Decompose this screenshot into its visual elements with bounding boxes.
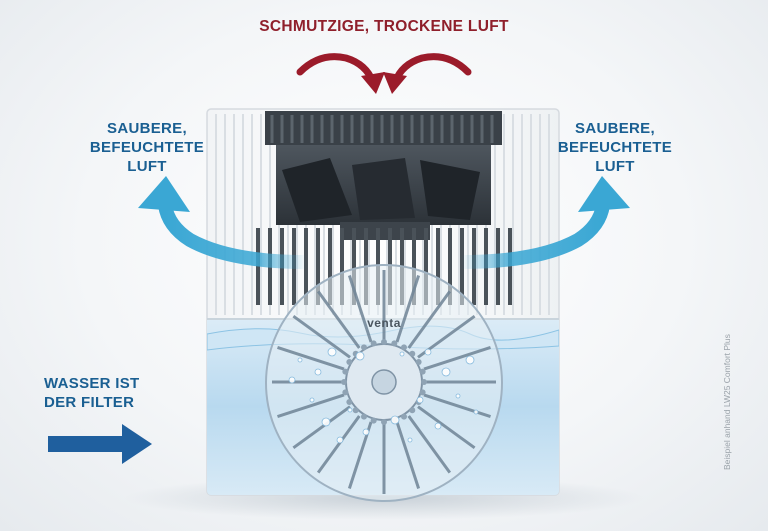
disc-spoke xyxy=(423,345,491,371)
hub-tooth xyxy=(415,359,422,365)
curved-up-arrow-icon xyxy=(138,176,313,269)
hub-tooth xyxy=(391,340,398,347)
hub-tooth xyxy=(361,413,367,420)
clean-air-label-left: SAUBERE, BEFEUCHTETE LUFT xyxy=(82,119,212,176)
clean-air-arrow-right xyxy=(455,176,630,269)
water-line2: DER FILTER xyxy=(44,394,135,411)
hub-tooth xyxy=(352,407,359,414)
water-filter-label: WASSER IST DER FILTER xyxy=(44,374,164,412)
curved-down-arrow-icon xyxy=(383,53,472,94)
disc-spoke xyxy=(407,415,452,474)
water-bubble xyxy=(309,397,315,403)
dirty-air-label: SCHMUTZIGE, TROCKENE LUFT xyxy=(0,17,768,36)
hub-tooth xyxy=(342,389,349,396)
hub-tooth xyxy=(401,413,407,420)
hub-tooth xyxy=(409,350,416,357)
clean-air-label-right: SAUBERE, BEFEUCHTETE LUFT xyxy=(540,119,690,176)
water-bubble xyxy=(407,437,413,443)
water-bubble xyxy=(465,355,475,365)
water-line1: WASSER IST xyxy=(44,375,140,392)
disc-spoke xyxy=(347,275,373,343)
disc-spoke xyxy=(316,290,361,349)
water-bubble xyxy=(288,376,296,384)
hub-tooth xyxy=(370,417,377,424)
water-bubble xyxy=(390,415,400,425)
hub-tooth xyxy=(381,339,387,345)
hub-tooth xyxy=(341,379,347,385)
disc-spoke xyxy=(292,405,351,450)
right-arrow-icon xyxy=(48,424,152,464)
disc-spoke xyxy=(292,314,351,359)
disc-spoke xyxy=(417,405,476,450)
curved-up-arrow-icon xyxy=(455,176,630,269)
water-bubble xyxy=(362,428,370,436)
dirty-air-text: SCHMUTZIGE, TROCKENE LUFT xyxy=(259,18,509,35)
water-bubble xyxy=(297,357,303,363)
hub-tooth xyxy=(381,419,387,425)
disc-spoke xyxy=(316,415,361,474)
water-bubble xyxy=(314,368,322,376)
disc-spoke xyxy=(423,393,491,419)
hub-tooth xyxy=(346,359,353,365)
hub-tooth xyxy=(421,379,427,385)
hub-tooth xyxy=(409,407,416,414)
water-bubble xyxy=(416,396,424,404)
water-bubble xyxy=(434,422,442,430)
disc-spoke xyxy=(277,393,345,419)
clean-air-right-line2: BEFEUCHTETE LUFT xyxy=(557,139,673,175)
hub-tooth xyxy=(419,389,426,396)
clean-air-left-line1: SAUBERE, xyxy=(107,120,187,137)
hub-tooth xyxy=(370,340,377,347)
hub-tooth xyxy=(401,344,407,351)
water-bubble xyxy=(347,407,353,413)
hub-tooth xyxy=(361,344,367,351)
disc-spoke xyxy=(395,275,421,343)
water-bubble xyxy=(424,348,432,356)
water-bubble xyxy=(321,417,331,427)
evaporator-disc: venta xyxy=(265,264,503,502)
hub-tooth xyxy=(419,368,426,375)
clean-air-arrow-left xyxy=(138,176,313,269)
hub-tooth xyxy=(342,368,349,375)
water-bubble xyxy=(441,367,451,377)
clean-air-right-line1: SAUBERE, xyxy=(575,120,655,137)
disc-spoke xyxy=(395,421,421,489)
water-bubble xyxy=(473,409,479,415)
curved-down-arrow-icon xyxy=(296,53,385,94)
water-bubble xyxy=(327,347,337,357)
water-bubble xyxy=(336,436,344,444)
model-credit: Beispiel anhand LW25 Comfort Plus xyxy=(722,334,732,470)
clean-air-left-line2: BEFEUCHTETE LUFT xyxy=(89,139,205,175)
hub-tooth xyxy=(346,399,353,405)
disc-spoke xyxy=(277,345,345,371)
dirty-air-arrows xyxy=(296,53,472,94)
disc-spoke xyxy=(407,290,452,349)
brand-logo: venta xyxy=(367,316,401,330)
water-bubble xyxy=(355,351,365,361)
water-bubble xyxy=(455,393,461,399)
water-bubble xyxy=(399,351,405,357)
